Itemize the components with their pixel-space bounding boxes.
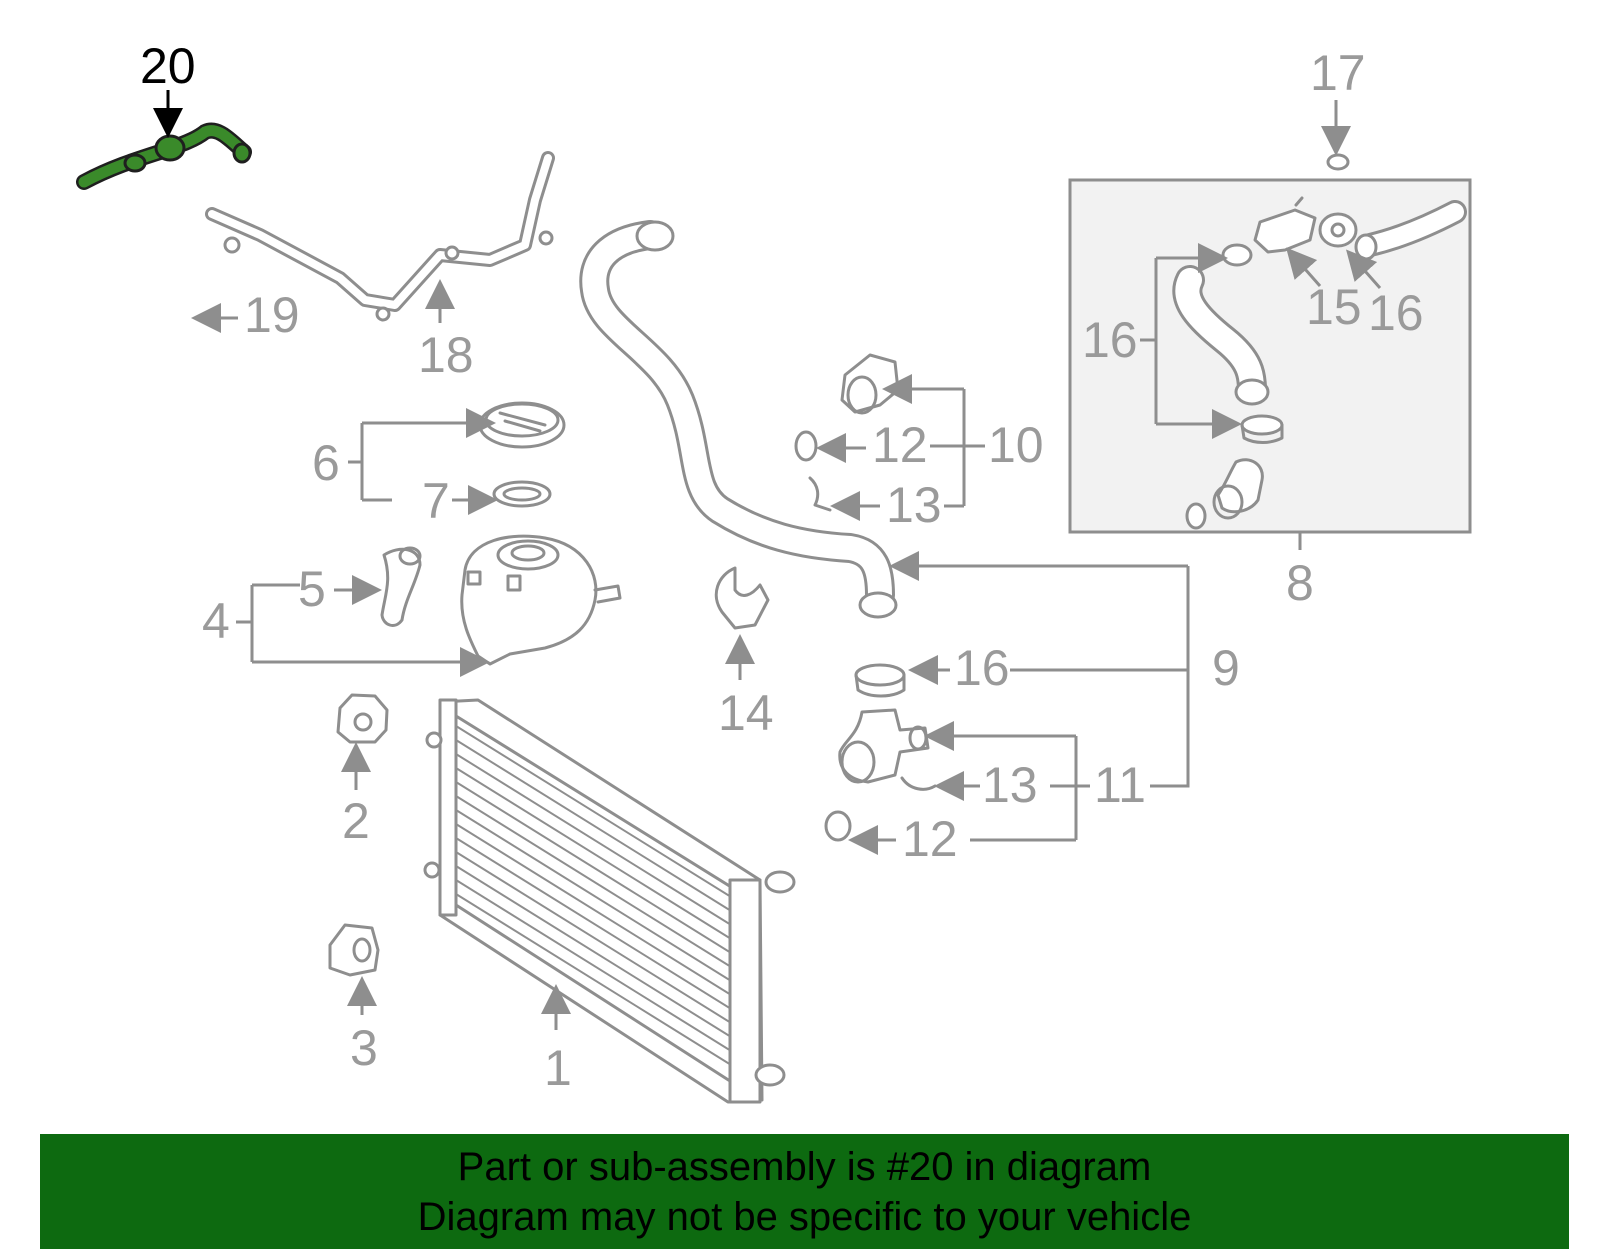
callout-4: 4: [202, 593, 230, 649]
leader-4: [236, 583, 300, 662]
callout-14: 14: [718, 685, 774, 741]
banner-line-1: Part or sub-assembly is #20 in diagram: [457, 1145, 1152, 1189]
callout-5: 5: [298, 561, 326, 617]
part-5-hose[interactable]: [380, 546, 422, 627]
callout-9: 9: [1212, 640, 1240, 696]
part-1-radiator[interactable]: [423, 698, 796, 1104]
part-17-clip[interactable]: [1326, 153, 1350, 171]
callout-17: 17: [1310, 45, 1366, 101]
leader-16a: [1140, 258, 1158, 424]
callout-12b: 12: [902, 811, 958, 867]
callout-12a: 12: [872, 417, 928, 473]
callout-19: 19: [244, 287, 300, 343]
callout-11: 11: [1094, 757, 1146, 813]
leader-10: [930, 389, 985, 508]
part-16-clamp-b[interactable]: [854, 663, 906, 698]
part-6-cap[interactable]: [478, 401, 566, 449]
leader-9: [1150, 566, 1190, 788]
callout-16a: 16: [1082, 312, 1138, 368]
leader-16c: [1346, 249, 1382, 289]
part-9-hose[interactable]: [579, 220, 898, 619]
callout-13a: 13: [886, 477, 942, 533]
callout-13b: 13: [982, 757, 1038, 813]
part-3-mount[interactable]: [328, 923, 380, 977]
part-19-hose[interactable]: [106, 220, 200, 427]
part-13-clip-b[interactable]: [900, 776, 937, 791]
part-7-seal[interactable]: [492, 480, 552, 508]
leader-15: [1286, 247, 1322, 287]
part-8-inset[interactable]: [1068, 178, 1472, 534]
callout-18: 18: [418, 327, 474, 383]
callout-3: 3: [350, 1020, 378, 1076]
part-12-oring-a[interactable]: [794, 430, 818, 462]
callout-7: 7: [422, 473, 450, 529]
part-14-bracket[interactable]: [714, 566, 770, 630]
part-2-mount[interactable]: [336, 693, 389, 744]
leader-6: [348, 421, 480, 502]
callout-1: 1: [544, 1040, 572, 1096]
callout-20: 20: [140, 38, 196, 94]
leader-11: [970, 736, 1090, 842]
callout-16b: 16: [954, 640, 1010, 696]
part-4-expansion-tank[interactable]: [460, 534, 622, 666]
part-11-connector[interactable]: [838, 708, 930, 784]
callout-15: 15: [1306, 279, 1362, 335]
part-20-hose[interactable]: [76, 122, 252, 190]
callout-6: 6: [312, 435, 340, 491]
part-12-oring-b[interactable]: [824, 810, 852, 842]
part-10-connector[interactable]: [840, 353, 900, 415]
callout-16c: 16: [1368, 285, 1424, 341]
banner-line-2: Diagram may not be specific to your vehi…: [417, 1195, 1192, 1239]
callout-2: 2: [342, 793, 370, 849]
part-18-pipe[interactable]: [205, 151, 555, 322]
callout-10: 10: [988, 417, 1044, 473]
callout-8: 8: [1286, 555, 1314, 611]
info-banner: Part or sub-assembly is #20 in diagram D…: [40, 1134, 1569, 1249]
part-13-clip-a[interactable]: [808, 476, 832, 512]
